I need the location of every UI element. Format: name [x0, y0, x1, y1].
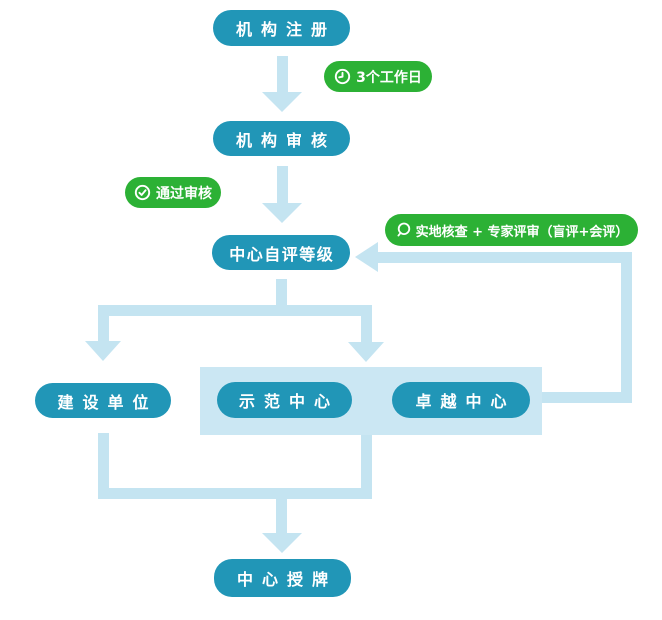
arrowhead-branch-right: [348, 342, 384, 362]
bottom-stub: [276, 499, 287, 534]
node-excellence-center: 卓越中心: [392, 382, 530, 418]
badge-working-days: 3个工作日: [324, 61, 432, 92]
node-excellence-center-label: 卓越中心: [415, 392, 516, 411]
branch-left-drop: [98, 316, 109, 342]
arrowhead-register-review: [262, 92, 302, 112]
node-award: 中心授牌: [214, 559, 351, 597]
badge-pass-review: 通过审核: [125, 177, 221, 208]
bottom-left-line: [98, 433, 109, 499]
node-construction-unit-label: 建设单位: [57, 392, 158, 412]
feedback-top-shaft: [377, 252, 632, 263]
check-circle-icon: [134, 184, 151, 201]
node-review: 机构审核: [213, 121, 350, 156]
arrowhead-feedback-left: [355, 242, 378, 272]
badge-pass-review-label: 通过审核: [156, 185, 212, 202]
clock-icon: [334, 68, 351, 85]
badge-expert-review: 实地核查 + 专家评审（盲评+会评）: [385, 214, 638, 246]
feedback-vertical: [621, 252, 632, 403]
connector-review-selfeval-shaft: [277, 166, 288, 204]
node-construction-unit: 建设单位: [35, 383, 171, 418]
node-self-eval-label: 中心自评等级: [229, 244, 335, 264]
connector-register-review-shaft: [277, 56, 288, 93]
branch-right-drop: [361, 316, 372, 343]
arrowhead-branch-left: [85, 341, 121, 361]
node-demo-center: 示范中心: [217, 382, 352, 418]
node-review-label: 机构审核: [235, 130, 336, 150]
bottom-right-line: [361, 435, 372, 499]
arrowhead-review-selfeval: [262, 203, 302, 223]
node-demo-center-label: 示范中心: [238, 392, 339, 411]
badge-expert-review-label: 实地核查 + 专家评审（盲评+会评）: [415, 224, 629, 240]
bottom-join-bar: [98, 488, 372, 499]
node-self-eval: 中心自评等级: [212, 235, 350, 270]
arrowhead-award: [262, 533, 302, 553]
magnifier-icon: [395, 222, 411, 238]
node-register-label: 机构注册: [235, 20, 336, 39]
node-register: 机构注册: [213, 10, 350, 46]
branch-bar: [98, 305, 372, 316]
branch-stub: [276, 279, 287, 316]
badge-working-days-label: 3个工作日: [356, 69, 422, 86]
node-award-label: 中心授牌: [236, 570, 337, 589]
feedback-bottom-shaft: [542, 392, 632, 403]
